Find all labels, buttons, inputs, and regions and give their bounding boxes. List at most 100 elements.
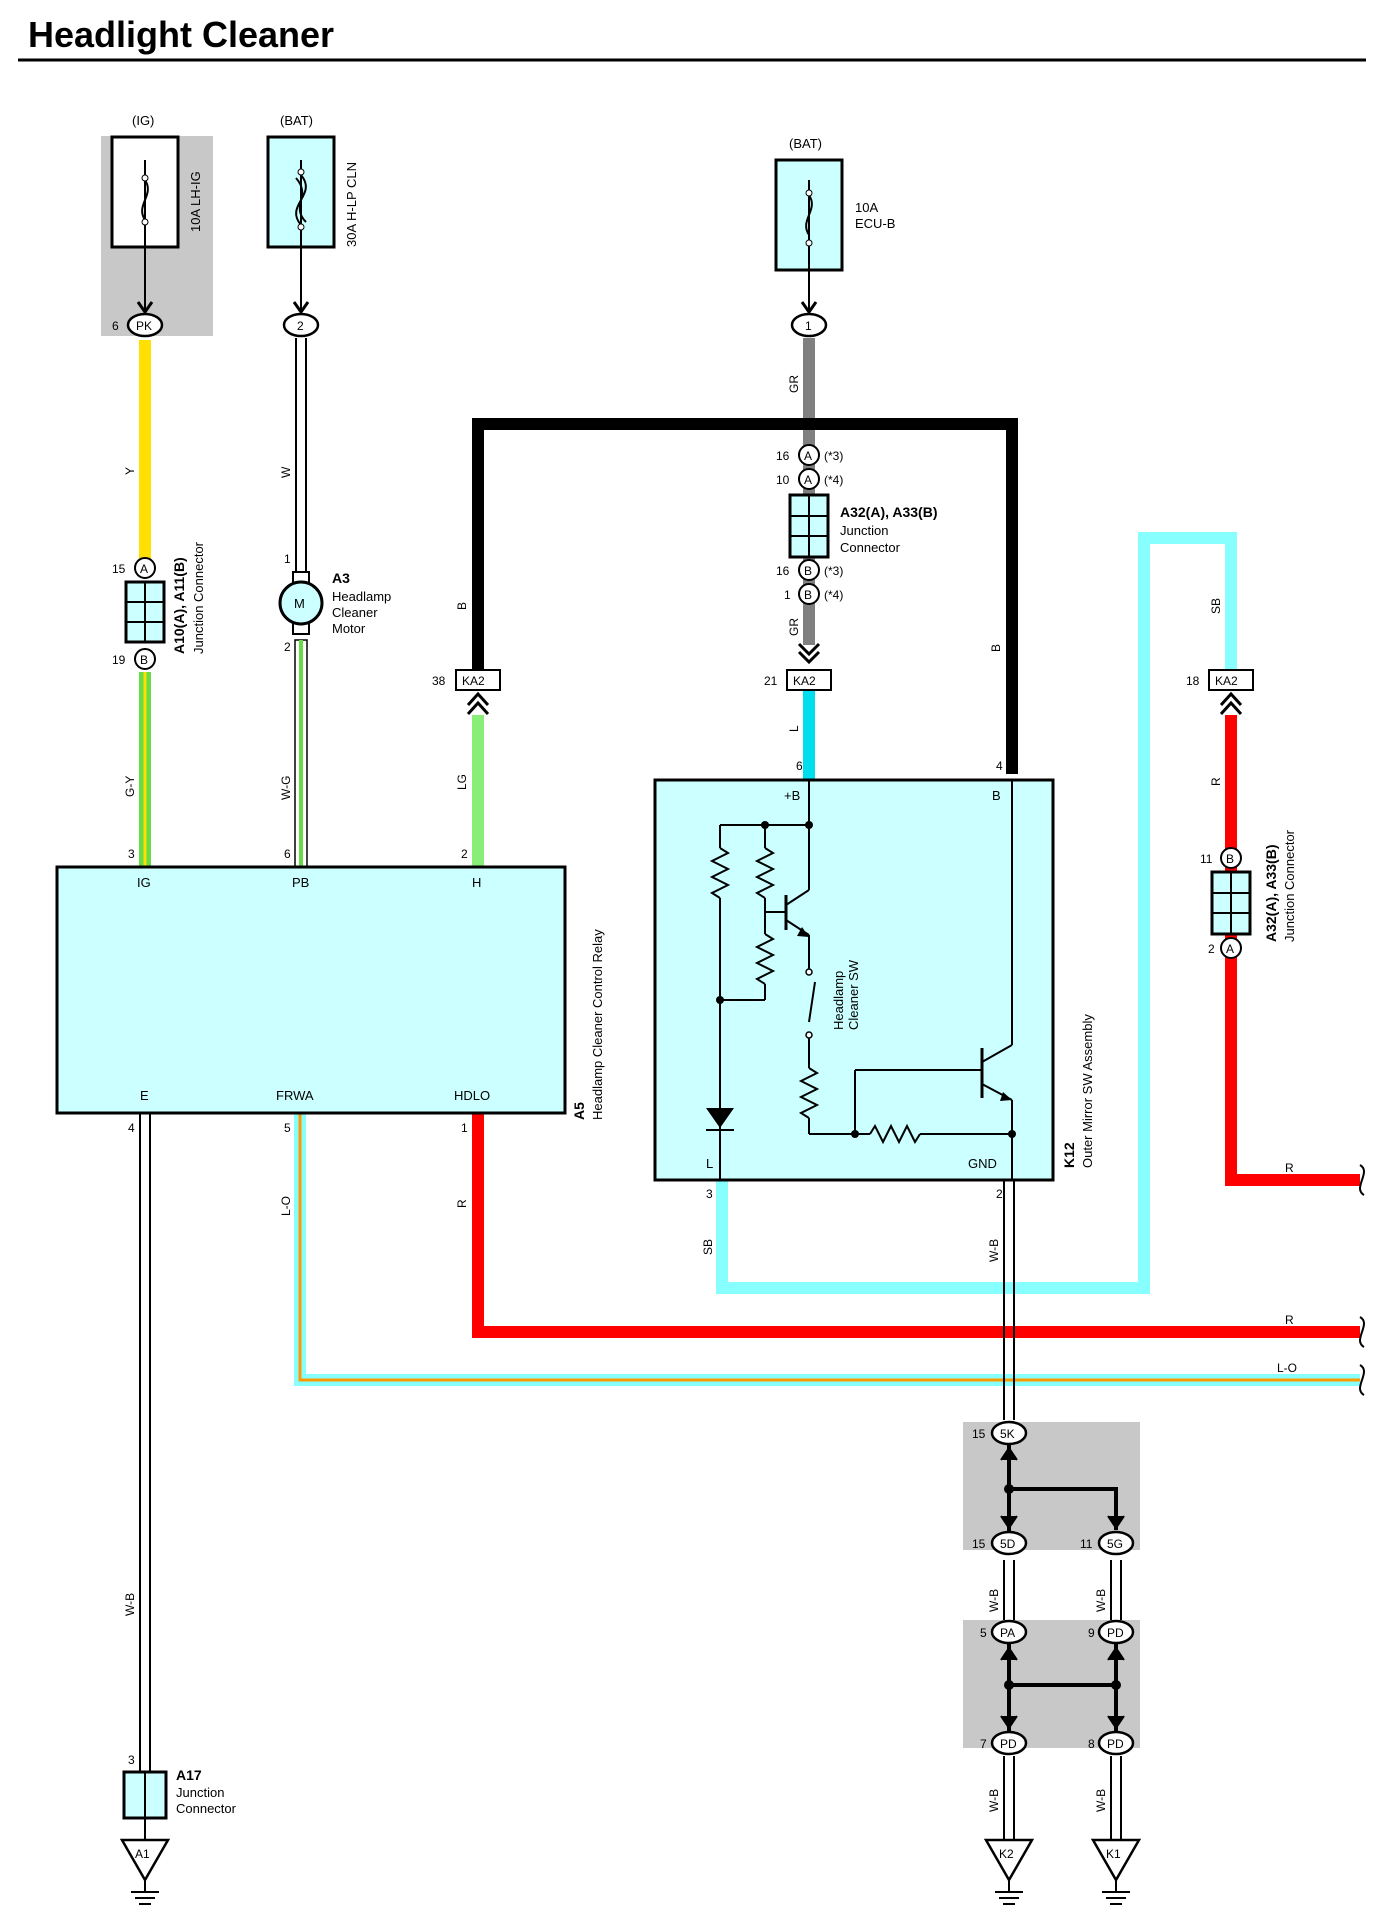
svg-text:5K: 5K [1000, 1427, 1015, 1441]
svg-text:Cleaner SW: Cleaner SW [846, 959, 861, 1030]
power-bat-label-2: (BAT) [789, 136, 822, 151]
svg-text:7: 7 [980, 1737, 987, 1751]
svg-text:A1: A1 [135, 1847, 150, 1861]
junction-a32-a33-upper: A 16 (*3) A 10 (*4) B 16 (*3) B 1 (*4) A… [776, 444, 938, 605]
svg-text:SB: SB [701, 1239, 715, 1255]
svg-text:B: B [989, 644, 1003, 652]
svg-text:2: 2 [996, 1187, 1003, 1201]
svg-text:3: 3 [706, 1187, 713, 1201]
svg-text:KA2: KA2 [1215, 674, 1238, 688]
svg-text:1: 1 [461, 1121, 468, 1135]
svg-text:1: 1 [805, 319, 812, 333]
svg-text:KA2: KA2 [793, 674, 816, 688]
svg-text:(*4): (*4) [824, 588, 843, 602]
svg-text:38: 38 [432, 674, 446, 688]
svg-text:PK: PK [136, 319, 152, 333]
headlamp-cleaner-control-relay: IG PB H E FRWA HDLO 3 6 2 4 5 1 A5 Headl… [55, 847, 605, 1135]
svg-text:G-Y: G-Y [123, 776, 137, 797]
svg-text:19: 19 [112, 653, 126, 667]
wire-l [803, 690, 815, 780]
svg-text:(*3): (*3) [824, 449, 843, 463]
svg-text:PD: PD [1107, 1626, 1124, 1640]
svg-text:Connector: Connector [176, 1801, 237, 1816]
fuse-hlp-cln: 30A H-LP CLN [266, 135, 359, 320]
svg-text:B: B [455, 602, 469, 610]
wire-labels: Y W GR GR B B SB SB L G-Y W-G LG R R R R… [123, 375, 1297, 1812]
svg-text:LG: LG [455, 774, 469, 790]
svg-text:Junction Connector: Junction Connector [191, 541, 206, 654]
svg-text:R: R [1285, 1161, 1294, 1175]
wire-w-b-e [139, 1113, 151, 1780]
fuse-ecu-b: 10A ECU-B [774, 158, 895, 320]
junction-5-shade [963, 1422, 1140, 1550]
junction-a10-a11: A 15 B 19 A10(A), A11(B) Junction Connec… [112, 541, 206, 670]
svg-text:11: 11 [1080, 1537, 1093, 1551]
svg-text:L-O: L-O [279, 1196, 293, 1216]
svg-text:PB: PB [292, 875, 309, 890]
wire-g-y [139, 672, 151, 867]
svg-text:K12: K12 [1061, 1142, 1077, 1168]
fuse-lh-ig-label: 10A LH-IG [188, 171, 203, 232]
svg-text:15: 15 [972, 1427, 986, 1441]
svg-text:16: 16 [776, 449, 790, 463]
junction-a32-a33-right: B 11 A 2 A32(A), A33(B) Junction Connect… [1200, 829, 1297, 959]
svg-text:W-B: W-B [987, 1789, 1001, 1812]
svg-text:GR: GR [787, 618, 801, 636]
svg-text:4: 4 [128, 1121, 135, 1135]
fuse-lh-ig: 10A LH-IG [110, 135, 203, 320]
wire-sb [716, 532, 1237, 1294]
svg-text:L-O: L-O [1277, 1361, 1297, 1375]
svg-text:PA: PA [1000, 1626, 1015, 1640]
page-title: Headlight Cleaner [28, 14, 334, 55]
svg-text:PD: PD [1107, 1737, 1124, 1751]
outer-mirror-sw-assembly: +B B L GND 6 4 3 2 K12 Outer Mirror SW A… [653, 759, 1095, 1201]
power-bat-label-1: (BAT) [280, 113, 313, 128]
svg-text:A32(A), A33(B): A32(A), A33(B) [840, 504, 938, 520]
svg-text:Y: Y [123, 467, 137, 475]
svg-text:FRWA: FRWA [276, 1088, 314, 1103]
fuse-ecu-b-amp: 10A [855, 200, 878, 215]
svg-text:Motor: Motor [332, 621, 366, 636]
svg-text:A: A [804, 473, 812, 487]
connector-ka2-21: KA2 21 [764, 642, 832, 691]
svg-text:W-B: W-B [987, 1239, 1001, 1262]
svg-text:A: A [140, 562, 148, 576]
svg-text:K1: K1 [1106, 1847, 1121, 1861]
ground-k2: K2 [983, 1838, 1035, 1905]
svg-text:16: 16 [776, 564, 790, 578]
svg-text:15: 15 [972, 1537, 986, 1551]
svg-text:E: E [140, 1088, 149, 1103]
svg-text:+B: +B [784, 788, 800, 803]
svg-text:B: B [1226, 852, 1234, 866]
wire-break-symbols [1359, 1164, 1365, 1396]
svg-text:6: 6 [796, 759, 803, 773]
svg-text:L: L [787, 725, 801, 732]
svg-text:R: R [455, 1199, 469, 1208]
svg-text:11: 11 [1200, 852, 1213, 866]
svg-text:GND: GND [968, 1156, 997, 1171]
ground-a1: A1 [119, 1838, 171, 1905]
svg-text:A17: A17 [176, 1767, 202, 1783]
wire-b-bar [472, 418, 1018, 774]
svg-text:W-B: W-B [1094, 1589, 1108, 1612]
svg-text:2: 2 [461, 847, 468, 861]
svg-text:B: B [992, 788, 1001, 803]
junction-5k-5d-5g: 5K 15 5D 15 5G 11 [972, 1420, 1135, 1556]
svg-text:Headlamp Cleaner Control Relay: Headlamp Cleaner Control Relay [590, 929, 605, 1120]
connector-ka2-38: KA2 38 [432, 669, 501, 716]
svg-text:(*4): (*4) [824, 473, 843, 487]
svg-text:A: A [1226, 942, 1234, 956]
svg-text:K2: K2 [999, 1847, 1014, 1861]
svg-text:Headlamp: Headlamp [831, 971, 846, 1030]
svg-text:HDLO: HDLO [454, 1088, 490, 1103]
svg-text:5: 5 [284, 1121, 291, 1135]
svg-text:5G: 5G [1107, 1537, 1123, 1551]
svg-text:L: L [706, 1156, 713, 1171]
junction-pa-pd: PA 5 PD 9 PD 7 PD 8 [980, 1619, 1135, 1756]
svg-text:4: 4 [996, 759, 1003, 773]
svg-text:GR: GR [787, 375, 801, 393]
svg-text:2: 2 [297, 319, 304, 333]
svg-text:B: B [804, 588, 812, 602]
svg-text:Cleaner: Cleaner [332, 605, 378, 620]
svg-text:15: 15 [112, 562, 126, 576]
